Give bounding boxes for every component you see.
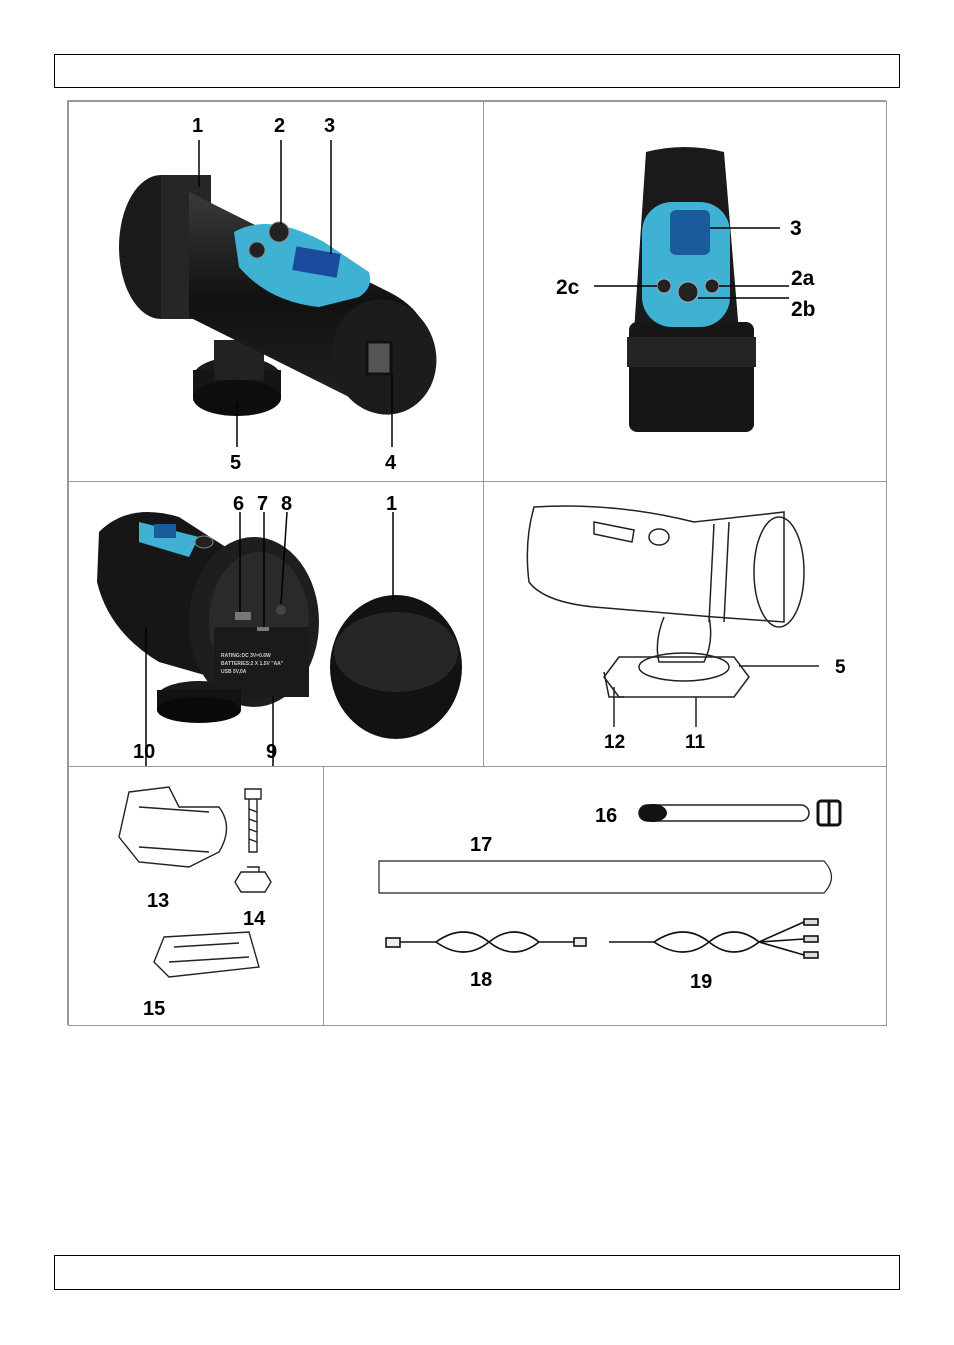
label-acc-18: 18 [470, 969, 492, 991]
figure-grid: 1 2 3 5 4 3 [67, 100, 887, 1026]
label-rear-8: 8 [281, 493, 292, 515]
label-rear-10: 10 [133, 741, 155, 763]
accessories-a-illustration: 13 14 15 [118, 786, 272, 1020]
mount-line-illustration: 5 12 11 [526, 505, 846, 753]
av-jack [276, 605, 286, 615]
label-rear-6: 6 [233, 493, 244, 515]
rating-plate [214, 627, 309, 697]
label-front-3: 3 [324, 115, 335, 137]
page-footer-box [54, 1255, 900, 1290]
label-acc-15: 15 [143, 998, 165, 1020]
label-mount-11: 11 [685, 732, 706, 753]
plate-text-3: USB 5V,0A [221, 669, 247, 675]
flat-mount-15 [153, 931, 260, 978]
line-mount-base [603, 656, 750, 698]
band-17 [378, 860, 833, 894]
label-top-2a: 2a [791, 267, 815, 290]
label-acc-16: 16 [595, 805, 617, 827]
label-mount-5: 5 [835, 657, 846, 678]
label-rear-1: 1 [386, 493, 397, 515]
sd-slot [257, 627, 269, 631]
handlebar-mount-13 [118, 786, 228, 868]
label-front-2: 2 [274, 115, 285, 137]
panel-accessories-b: 16 17 18 19 [323, 766, 887, 1026]
camera-rear-illustration: RATING:DC 3V=0.6W BATTERIES:2 X 1.5V "AA… [97, 493, 462, 835]
strap-16 [638, 799, 842, 827]
panel-rear-view: RATING:DC 3V=0.6W BATTERIES:2 X 1.5V "AA… [68, 481, 484, 835]
usb-port [235, 612, 251, 620]
page-header-box [54, 54, 900, 88]
av-cable-19 [609, 918, 819, 959]
label-top-2c: 2c [556, 276, 580, 299]
lcd-screen [292, 246, 341, 278]
panel-top-view: 3 2a 2b 2c [483, 101, 887, 482]
panel-accessories-a: 13 14 15 [68, 766, 324, 1026]
label-acc-14: 14 [243, 908, 266, 930]
camera-front-illustration: 1 2 3 5 4 [119, 115, 437, 474]
nut-14 [234, 871, 272, 893]
usb-cable-18 [385, 931, 587, 953]
bolt-14 [244, 788, 262, 853]
camera-top-illustration: 3 2a 2b 2c [556, 147, 816, 432]
label-top-3: 3 [790, 217, 802, 240]
label-front-4: 4 [385, 452, 397, 474]
viewfinder [365, 340, 393, 376]
button-2b [677, 281, 699, 303]
button-2a [704, 278, 720, 294]
label-acc-19: 19 [690, 971, 712, 993]
label-top-2b: 2b [791, 298, 816, 321]
panel-front-view: 1 2 3 5 4 [68, 101, 484, 482]
panel-mount-view: 5 12 11 [483, 481, 887, 767]
button-2c [656, 278, 672, 294]
plate-text-2: BATTERIES:2 X 1.5V "AA" [221, 661, 284, 667]
label-mount-12: 12 [604, 732, 625, 753]
button-2 [268, 221, 290, 243]
accessories-b-illustration: 16 17 18 19 [378, 799, 842, 993]
label-rear-7: 7 [257, 493, 268, 515]
label-front-1: 1 [192, 115, 203, 137]
line-camera-body [526, 505, 785, 623]
label-rear-9: 9 [266, 741, 277, 763]
label-acc-17: 17 [470, 834, 492, 856]
plate-text-1: RATING:DC 3V=0.6W [221, 653, 271, 659]
top-lcd [670, 210, 710, 255]
label-front-5: 5 [230, 452, 241, 474]
label-acc-13: 13 [147, 890, 169, 912]
